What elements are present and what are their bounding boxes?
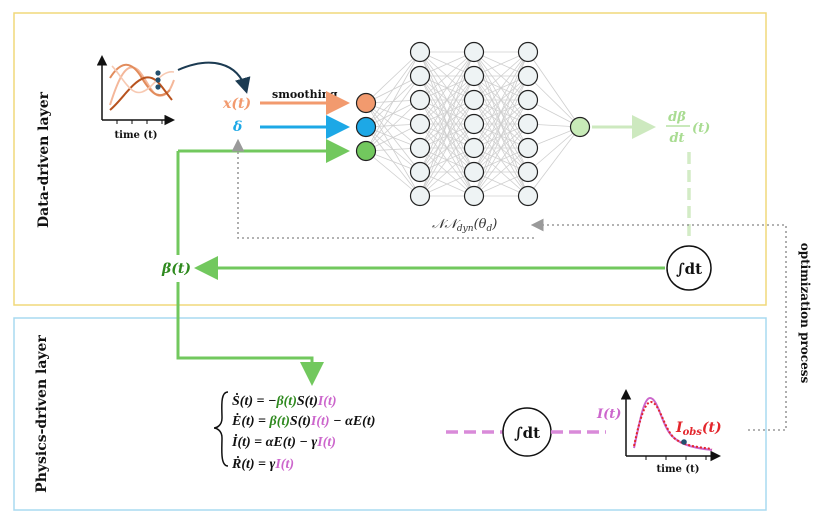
hidden1-neuron [409,41,431,63]
delta-input-label: δ [232,119,242,135]
network-edge [419,51,475,101]
seir-equations: Ṡ(t) = −β(t)S(t)I(t) Ė(t) = β(t)S(t)I(t)… [213,391,375,472]
hidden1-neuron [409,185,431,207]
hidden2-neuron [463,185,485,207]
neural-network [355,41,591,207]
optimization-label: optimization process [798,243,812,384]
network-edge [365,75,421,152]
observed-I-label: Iobs(t) [675,420,722,438]
optimization-loop [530,218,787,431]
hidden2-neuron [463,161,485,183]
hidden1-neuron [409,137,431,159]
network-edge [365,51,421,152]
input-neuron [355,92,377,114]
network-edge [419,99,475,197]
observation-chart: Iobs(t) time (t) [620,389,722,475]
network-edge [365,51,421,104]
upper-integral-label: ∫dt [676,260,702,278]
input-neuron [355,116,377,138]
network-edge [473,51,529,125]
sampling-arrow [177,61,251,94]
observation-xlabel: time (t) [657,464,700,475]
lower-integral-label: ∫dt [514,424,540,442]
hidden3-neuron [517,89,539,111]
hidden1-neuron [409,113,431,135]
network-edge [473,99,529,197]
hidden2-neuron [463,113,485,135]
hidden2-neuron [463,137,485,159]
svg-text:dβ: dβ [668,110,686,125]
hidden3-neuron [517,41,539,63]
network-edge [419,123,475,197]
svg-text:Ṡ(t) = −β(t)S(t)I(t): Ṡ(t) = −β(t)S(t)I(t) [232,392,337,409]
hidden2-neuron [463,41,485,63]
x-input-label: x(t) [222,96,251,112]
upper-integral-node [666,245,712,291]
svg-text:Ṙ(t) = γI(t): Ṙ(t) = γI(t) [231,455,294,472]
network-edge [419,51,475,149]
beta-to-equations-arrow [176,282,324,386]
hidden3-neuron [517,137,539,159]
hidden1-neuron [409,65,431,87]
smoothing-label: smoothing [272,88,338,101]
hidden3-neuron [517,113,539,135]
hidden2-neuron [463,89,485,111]
thumbnail-xlabel: time (t) [115,130,158,141]
network-edge [419,147,475,197]
hidden2-neuron [463,65,485,87]
network-edge [527,126,581,197]
network-edge [473,147,529,197]
network-edge [473,123,529,197]
physics-driven-frame [13,317,767,511]
beta-label: β(t) [161,261,191,277]
output-neuron [569,116,591,138]
hidden3-neuron [517,185,539,207]
physics-layer-label: Physics-driven layer [34,335,50,493]
network-edge [365,150,421,197]
data-layer-label: Data-driven layer [36,91,52,228]
network-edge [527,126,581,173]
network-edge [527,51,581,128]
svg-text:(t): (t) [692,121,710,136]
data-driven-frame [13,12,767,306]
svg-text:Ė(t) = β(t)S(t)I(t) − αE(t): Ė(t) = β(t)S(t)I(t) − αE(t) [231,412,375,429]
network-edge [365,51,421,128]
input-thumbnail-chart: time (t) [96,55,175,141]
network-edge [473,51,529,149]
network-edge [419,51,475,125]
hidden1-neuron [409,161,431,183]
hidden3-neuron [517,161,539,183]
input-neuron [355,140,377,162]
optimization-to-delta [231,138,534,239]
network-edge [365,99,421,152]
output-derivative-label: dβ dt (t) [666,110,710,146]
svg-text:dt: dt [669,131,684,146]
predicted-I-label: I(t) [596,407,621,422]
network-edge [473,51,529,101]
hidden1-neuron [409,89,431,111]
svg-text:İ(t) = αE(t) − γI(t): İ(t) = αE(t) − γI(t) [231,433,336,450]
network-label: 𝒩𝒩dyn(θd) [432,217,497,234]
network-edge [527,75,581,128]
hidden3-neuron [517,65,539,87]
